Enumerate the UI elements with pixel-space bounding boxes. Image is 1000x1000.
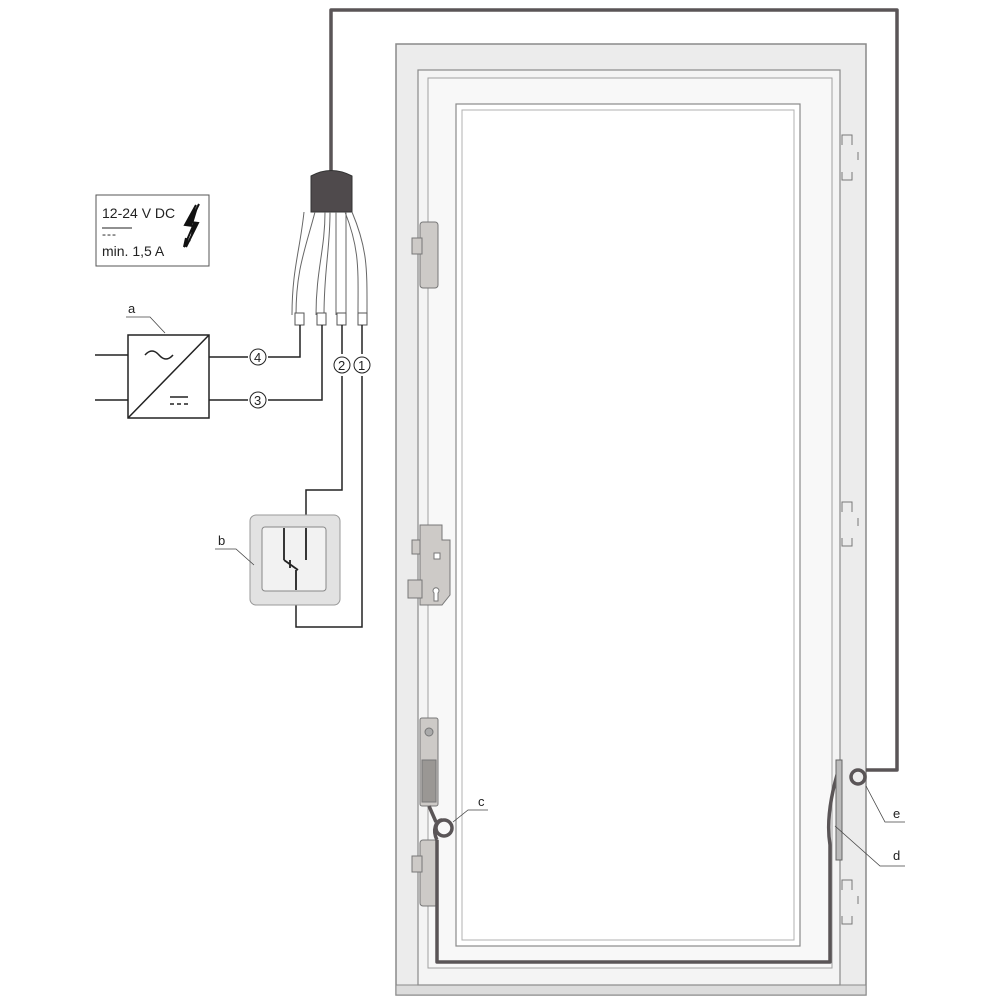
electronic-lock-motor: [419, 717, 439, 807]
dc-symbol-text: ---: [102, 227, 117, 241]
callouts: a b c d e: [126, 301, 905, 867]
power-requirements-label: 12-24 V DC --- min. 1,5 A: [95, 194, 210, 267]
callout-d: d: [893, 848, 900, 863]
dc-symbol-icon: [170, 396, 188, 405]
cable-connector: [291, 170, 368, 326]
callout-e: e: [893, 806, 900, 821]
ac-symbol-icon: [144, 350, 174, 360]
callout-c: c: [478, 794, 485, 809]
door-frame: [395, 43, 867, 996]
voltage-text: 12-24 V DC: [102, 205, 175, 221]
power-supply: [127, 334, 210, 419]
wire-4-label: 4: [254, 350, 261, 365]
callout-b: b: [218, 533, 225, 548]
lightning-icon: [183, 203, 200, 248]
hinge-marks: [841, 134, 859, 925]
switch: [249, 514, 341, 606]
door-transition-contact: [835, 759, 843, 861]
wire-numbers: 4 3 2 1: [249, 348, 371, 409]
lock-top: [411, 221, 439, 289]
main-lock: [407, 524, 451, 606]
wires: [95, 325, 363, 628]
callout-a: a: [128, 301, 136, 316]
current-text: min. 1,5 A: [102, 243, 165, 259]
wire-1-label: 1: [358, 358, 365, 373]
wire-3-label: 3: [254, 393, 261, 408]
wire-2-label: 2: [338, 358, 345, 373]
